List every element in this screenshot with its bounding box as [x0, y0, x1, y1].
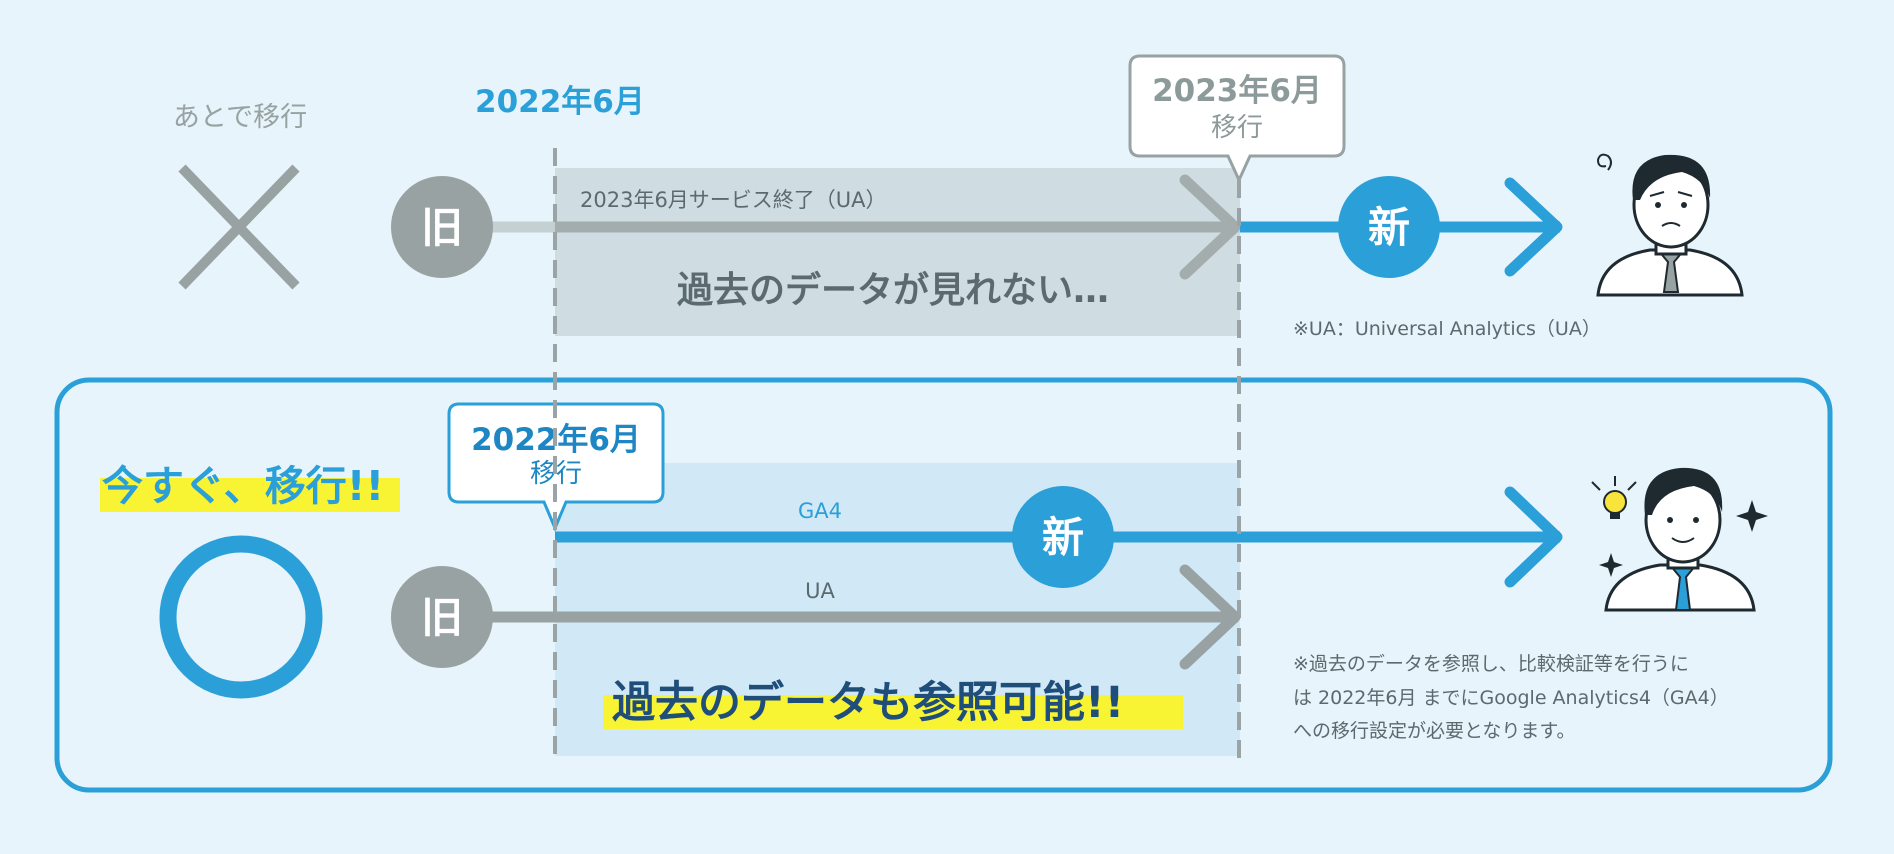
note-line-3: への移行設定が必要となります。 [1293, 720, 1576, 742]
migration-callout-2023: 2023年6月 移行 [1128, 54, 1346, 184]
idea-person-icon [1591, 467, 1768, 612]
old-badge-bottom [391, 566, 493, 668]
bottom-row: 今すぐ、移行!! GA4 新 UA 旧 過去のデータも参照可能!! 2022年6… [54, 377, 1833, 793]
old-badge [391, 176, 493, 278]
ua-footnote: ※UA：Universal Analytics（UA） [1293, 318, 1601, 340]
callout-date-2023: 2023年6月 [1152, 73, 1322, 109]
cannot-see-data-message: 過去のデータが見れない… [677, 269, 1109, 311]
note-line-1: ※過去のデータを参照し、比較検証等を行うに [1293, 653, 1689, 675]
circle-ok-icon [159, 535, 323, 699]
migrate-now-label: 今すぐ、移行!! [102, 462, 384, 510]
old-arrowhead-icon [1179, 174, 1241, 280]
ga4-arrowhead-icon [1504, 486, 1563, 588]
old-badge-label: 旧 [421, 203, 463, 252]
top-band [555, 168, 1240, 336]
new-badge [1338, 176, 1440, 278]
new-badge-bottom-label: 新 [1042, 513, 1084, 562]
band-message-highlight [603, 695, 1183, 729]
recommended-frame [54, 377, 1833, 793]
top-row: あとで移行 2022年6月 旧 2023年6月サービス終了（UA） 過去のデータ… [173, 54, 1744, 340]
new-arrowhead-icon [1504, 177, 1563, 277]
later-migration-label: あとで移行 [173, 102, 307, 133]
now-label-highlight [100, 478, 400, 512]
ua-arrowhead-icon [1179, 564, 1241, 670]
start-date-label: 2022年6月 [475, 84, 645, 120]
callout-migrate-2023: 移行 [1211, 113, 1263, 143]
new-badge-label: 新 [1368, 203, 1410, 252]
old-badge-bottom-label: 旧 [421, 593, 463, 642]
new-badge-bottom [1012, 486, 1114, 588]
data-available-message: 過去のデータも参照可能!! [612, 678, 1124, 728]
ga4-label: GA4 [798, 499, 842, 523]
worried-person-icon [1596, 153, 1744, 297]
note-line-2: は 2022年6月 までにGoogle Analytics4（GA4） [1293, 687, 1729, 709]
cross-icon [178, 164, 300, 290]
service-end-caption: 2023年6月サービス終了（UA） [580, 188, 887, 212]
ua-label: UA [805, 579, 835, 603]
